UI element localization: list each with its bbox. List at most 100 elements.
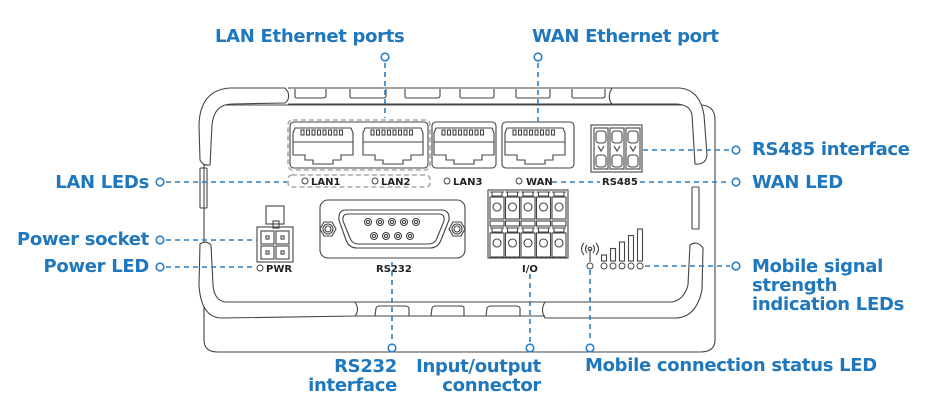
- callout-io-line2: connector: [442, 375, 541, 396]
- lan3-led: [443, 177, 451, 185]
- port-pin: [534, 129, 539, 136]
- signal-led: [609, 262, 617, 270]
- io-terminal-top-tab: [552, 191, 566, 197]
- rs485-pin-cell: [593, 127, 609, 170]
- port-pin: [457, 129, 463, 136]
- io-screw-top: [538, 202, 549, 212]
- wan-led: [515, 177, 523, 185]
- callout-wan-led: WAN LED: [752, 172, 843, 193]
- io-terminal-top-tab: [490, 191, 504, 197]
- port-pin: [528, 129, 534, 136]
- callout-mobile-signal-line3: indication LEDs: [752, 294, 904, 315]
- callout-rs232-interface: RS232 interface: [308, 357, 397, 395]
- rs485-pin-bottom: [627, 154, 639, 168]
- port-pin: [523, 129, 528, 136]
- io-screw-bottom: [538, 238, 549, 248]
- io-screw-bottom: [554, 238, 564, 248]
- lan1-port: [292, 127, 354, 165]
- lan3-port: [433, 127, 495, 165]
- callout-mobile-signal-line1: Mobile signal: [752, 256, 883, 277]
- rs485-label: RS485: [602, 177, 638, 188]
- io-divider: [520, 220, 536, 227]
- io-terminal-top: [520, 196, 536, 220]
- lan2-led: [371, 177, 379, 185]
- db9-pin: [363, 217, 373, 227]
- io-divider: [535, 220, 552, 227]
- port-pin: [386, 129, 392, 136]
- mobile-status-anchor: [585, 343, 595, 353]
- port-pin: [468, 129, 474, 136]
- port-pin: [408, 129, 414, 136]
- db9-pin: [375, 217, 385, 227]
- io-anchor: [525, 343, 535, 353]
- io-terminal-bottom: [520, 232, 536, 258]
- bumper-bottom-right: [541, 242, 704, 319]
- lan1-led: [301, 177, 309, 185]
- rs485-pin-top: [627, 130, 639, 144]
- rs232-connector: [319, 199, 466, 259]
- callout-rs485-interface: RS485 interface: [752, 139, 910, 160]
- lan2-label: LAN2: [381, 177, 410, 188]
- power-socket-anchor: [155, 235, 165, 245]
- rs232-anchor: [387, 343, 397, 353]
- port-pin: [305, 129, 311, 136]
- port-pin: [452, 129, 457, 136]
- port-pin: [446, 129, 452, 136]
- signal-led: [627, 262, 635, 270]
- port-pin: [479, 129, 485, 136]
- lan3-housing: [431, 121, 497, 169]
- bumper-top-left: [198, 87, 290, 166]
- callout-rs232-line2: interface: [308, 375, 397, 396]
- antenna-icon: [580, 242, 600, 262]
- pwr-led: [256, 264, 264, 272]
- io-terminal-bottom-tab: [505, 227, 520, 233]
- io-screw-top: [492, 202, 502, 212]
- io-terminal-bottom: [535, 232, 552, 258]
- db9-pin: [393, 231, 403, 241]
- port-pin: [441, 129, 446, 136]
- lan2-port: [362, 127, 424, 165]
- signal-bar: [600, 254, 608, 262]
- lan-leds-anchor: [155, 177, 165, 187]
- db9-pin: [399, 217, 409, 227]
- callout-mobile-signal-line2: strength: [752, 275, 838, 296]
- io-terminal-bottom: [489, 232, 505, 258]
- io-terminal-top: [504, 196, 521, 220]
- signal-led: [618, 262, 626, 270]
- callout-power-socket: Power socket: [17, 229, 149, 250]
- wan-port: [504, 127, 566, 165]
- callout-mobile-signal-leds: Mobile signal strength indication LEDs: [752, 257, 904, 314]
- io-terminal-top-tab: [505, 191, 520, 197]
- io-screw-top: [554, 202, 564, 212]
- port-pin: [316, 129, 322, 136]
- port-pin: [333, 129, 338, 136]
- io-label: I/O: [522, 264, 538, 275]
- lan-ports-group: [287, 119, 431, 171]
- db9-pin: [369, 231, 379, 241]
- wan-led-anchor: [731, 177, 741, 187]
- rs485-pin-bottom: [595, 154, 607, 168]
- io-screw-bottom: [492, 238, 502, 248]
- port-pin: [392, 129, 397, 136]
- rs485-pin-top: [595, 130, 607, 144]
- callout-power-led: Power LED: [43, 256, 149, 277]
- io-divider: [551, 220, 567, 227]
- port-pin: [370, 129, 375, 136]
- io-connector: [487, 189, 569, 259]
- io-divider: [489, 220, 505, 227]
- port-pin: [403, 129, 408, 136]
- io-divider: [504, 220, 521, 227]
- callout-wan-ethernet-port: WAN Ethernet port: [532, 26, 719, 47]
- io-screw-bottom: [507, 238, 518, 248]
- signal-bar: [609, 247, 617, 262]
- signal-bar: [627, 234, 635, 262]
- io-terminal-top-tab: [521, 191, 535, 197]
- io-terminal-bottom-tab: [521, 227, 535, 233]
- lan-leds-group: [287, 174, 431, 188]
- rs485-pin-bottom: [611, 154, 623, 168]
- power-socket: [256, 205, 294, 263]
- signal-led: [636, 262, 644, 270]
- io-terminal-top: [489, 196, 505, 220]
- callout-mobile-connection-status-led: Mobile connection status LED: [585, 355, 877, 376]
